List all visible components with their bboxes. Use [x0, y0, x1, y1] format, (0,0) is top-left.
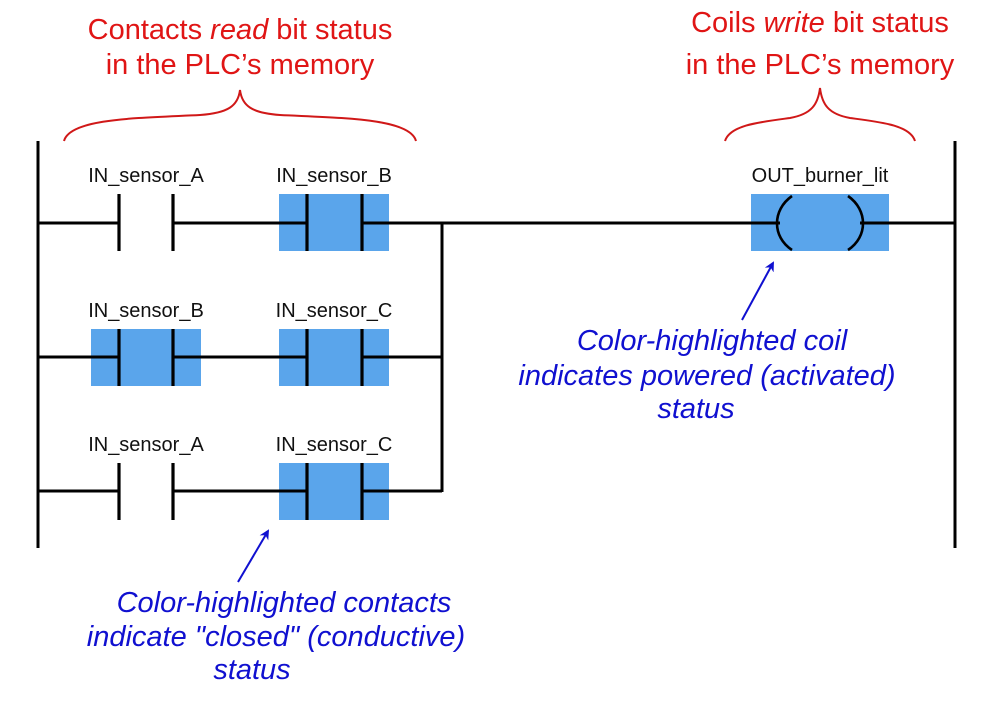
coil-note-line1: Color-highlighted coil [577, 325, 849, 357]
contact-label: IN_sensor_A [88, 165, 204, 187]
contacts-note-line2: indicate "closed" (conductive) [87, 621, 465, 653]
coils-annotation-line2: in the PLC’s memory [686, 49, 955, 81]
coil-interior [782, 214, 858, 232]
contact-label: IN_sensor_B [88, 300, 204, 322]
contact-label: IN_sensor_B [276, 165, 392, 187]
contacts-annotation-line1: Contacts read bit status [88, 14, 393, 46]
contact-label: IN_sensor_C [276, 434, 393, 456]
contact-label: IN_sensor_C [276, 300, 393, 322]
contacts-note-line3: status [213, 654, 290, 686]
rung-3: IN_sensor_A IN_sensor_C [38, 434, 442, 520]
coils-brace [724, 87, 916, 142]
coil-out-burner-lit: OUT_burner_lit [752, 165, 955, 252]
coil-note-arrow [741, 261, 774, 321]
rung-1: IN_sensor_A IN_sensor_B [38, 165, 780, 251]
contacts-note-line1: Color-highlighted contacts [117, 587, 452, 619]
coil-note-line2: indicates powered (activated) [518, 360, 895, 392]
contact-label: IN_sensor_A [88, 434, 204, 456]
coils-annotation-line1: Coils write bit status [691, 7, 949, 39]
coil-left-arc [775, 194, 793, 252]
contacts-brace [63, 89, 417, 142]
coil-label: OUT_burner_lit [752, 165, 889, 187]
coil-note-line3: status [657, 393, 734, 425]
contacts-note-arrow [237, 529, 270, 583]
contacts-annotation-line2: in the PLC’s memory [106, 49, 375, 81]
rung-2: IN_sensor_B IN_sensor_C [38, 300, 442, 386]
